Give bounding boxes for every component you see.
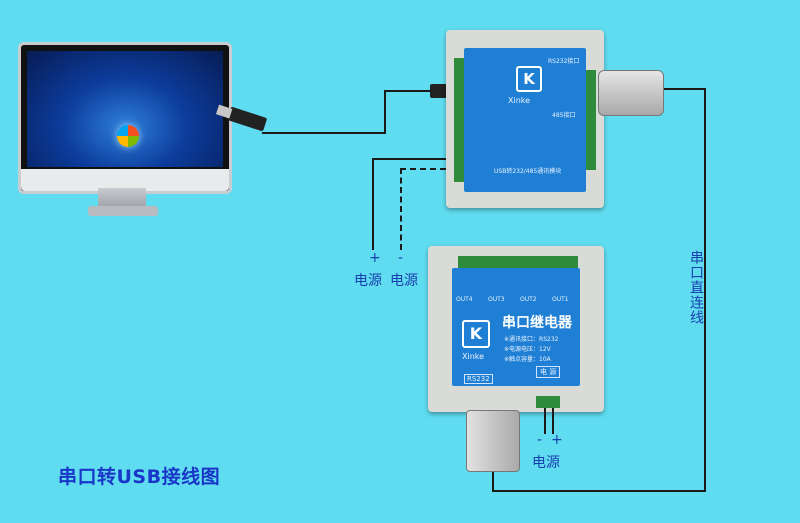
relay-power-minus: - — [537, 432, 543, 448]
relay-spec-1: ※通讯接口：RS232 — [504, 336, 559, 343]
converter-panel: K Xinke USB转232/485通讯模块 485接口 RS232接口 — [464, 48, 586, 192]
db9-connector-bottom-icon — [466, 410, 520, 472]
serial-relay-module: OUT4 OUT3 OUT2 OUT1 K Xinke 串口继电器 ※通讯接口：… — [428, 246, 604, 412]
power-wire-plus-h — [372, 158, 456, 160]
serial-cable-up — [492, 466, 494, 492]
converter-brand: Xinke — [508, 96, 531, 105]
power-minus-sign: - — [398, 250, 404, 266]
power-wire-plus-v — [372, 158, 374, 250]
usb-plug-icon — [215, 104, 268, 132]
converter-logo-icon: K — [516, 66, 542, 92]
relay-power-wire-minus — [544, 408, 546, 434]
power-wire-minus-v — [400, 168, 402, 250]
relay-logo-icon: K — [462, 320, 490, 348]
power-plus-sign: + — [369, 250, 381, 266]
monitor-stand — [98, 188, 146, 208]
diagram-title: 串口转USB接线图 — [58, 466, 221, 488]
converter-label: USB转232/485通讯模块 — [494, 168, 562, 175]
converter-232-label: RS232接口 — [548, 58, 580, 65]
relay-spec-2: ※电源电压：12V — [504, 346, 551, 353]
usb-cable-wire — [262, 132, 386, 134]
usb-cable-wire-vertical — [384, 90, 386, 134]
output-label-3: OUT3 — [488, 296, 505, 303]
serial-direct-label: 串口直连线 — [688, 250, 704, 325]
power-label-1: 电源 — [354, 273, 382, 289]
relay-power-terminal — [536, 396, 560, 408]
relay-panel: OUT4 OUT3 OUT2 OUT1 K Xinke 串口继电器 ※通讯接口：… — [452, 268, 580, 386]
monitor-base — [88, 206, 158, 216]
converter-terminal-left — [454, 58, 466, 182]
output-label-2: OUT2 — [520, 296, 537, 303]
output-label-4: OUT4 — [456, 296, 473, 303]
relay-title: 串口继电器 — [502, 315, 572, 331]
monitor-chin — [21, 169, 229, 191]
relay-power-label: 电 源 — [536, 366, 561, 378]
monitor-screen — [27, 51, 223, 167]
power-wire-minus-h — [400, 168, 456, 170]
computer-monitor — [18, 42, 232, 194]
db9-connector-top-icon — [598, 70, 664, 116]
relay-power-plus: + — [551, 432, 563, 448]
output-label-1: OUT1 — [552, 296, 569, 303]
serial-cable-bottom — [492, 490, 706, 492]
serial-cable-right — [704, 88, 706, 492]
relay-terminal-top — [458, 256, 578, 268]
windows-logo-icon — [117, 125, 139, 147]
relay-power-wire-plus — [552, 408, 554, 434]
usb-cable-wire-top — [384, 90, 440, 92]
usb-serial-converter: K Xinke USB转232/485通讯模块 485接口 RS232接口 — [446, 30, 604, 208]
relay-brand: Xinke — [462, 352, 485, 361]
power-label-3: 电源 — [532, 455, 560, 471]
power-label-2: 电源 — [390, 273, 418, 289]
converter-485-label: 485接口 — [552, 112, 576, 119]
rs232-label: RS232 — [464, 374, 493, 384]
serial-cable-top — [660, 88, 706, 90]
relay-spec-3: ※触点容量：10A — [504, 356, 551, 363]
converter-terminal-right — [584, 70, 596, 170]
